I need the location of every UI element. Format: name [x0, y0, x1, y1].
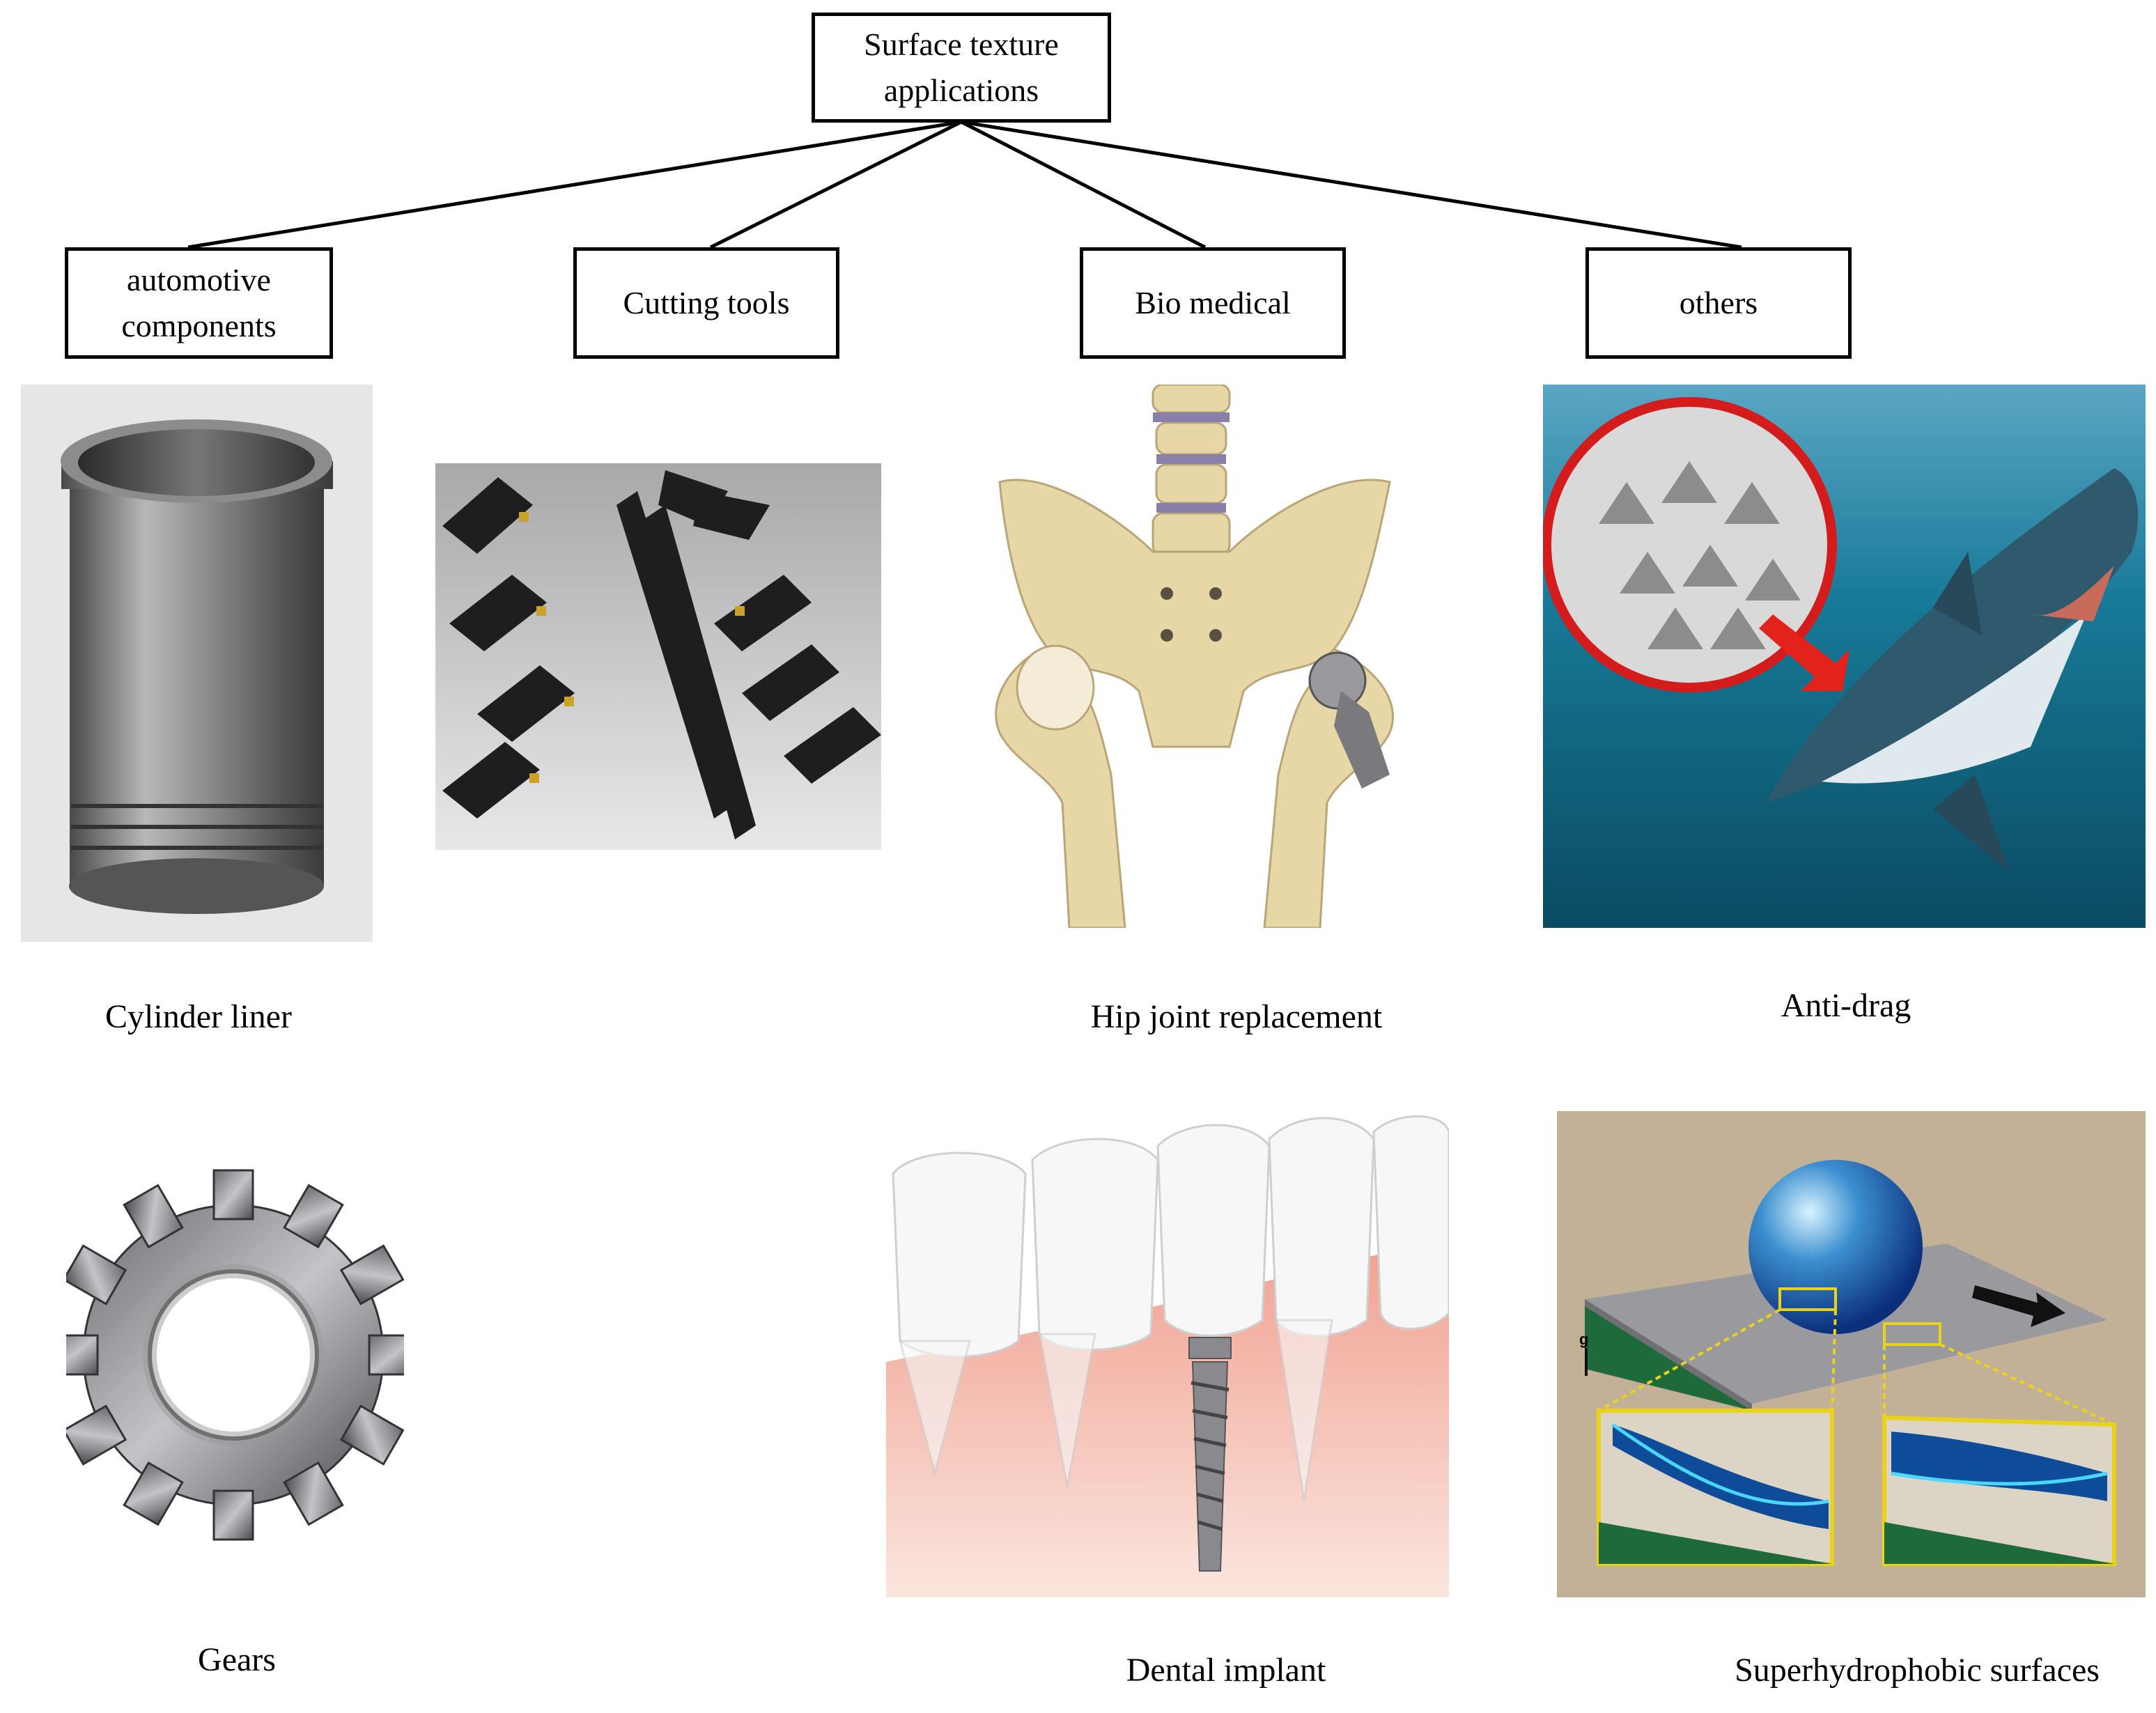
hip-joint-image: [944, 385, 1442, 928]
cutting-tools-image: [435, 463, 881, 850]
caption-cylinder-liner: Cylinder liner: [105, 998, 292, 1035]
category-biomedical: Bio medical: [1080, 247, 1346, 359]
caption-gears: Gears: [198, 1641, 276, 1678]
category-others: others: [1585, 247, 1852, 359]
caption-superhydrophobic-surfaces: Superhydrophobic surfaces: [1735, 1652, 2100, 1689]
superhydrophobic-image: g: [1557, 1111, 2146, 1597]
caption-hip-joint-replacement: Hip joint replacement: [1090, 998, 1383, 1035]
dental-implant-image: [886, 1111, 1449, 1597]
gravity-label: g: [1579, 1331, 1588, 1348]
caption-dental-implant: Dental implant: [1126, 1652, 1326, 1689]
category-cutting-tools: Cutting tools: [573, 247, 839, 359]
cylinder-liner-image: [21, 385, 373, 942]
anti-drag-image: [1543, 385, 2146, 928]
gears-image: [66, 1097, 404, 1606]
caption-anti-drag: Anti-drag: [1781, 987, 1911, 1024]
root-node: Surface texture applications: [812, 13, 1111, 123]
category-automotive: automotive components: [65, 247, 333, 359]
